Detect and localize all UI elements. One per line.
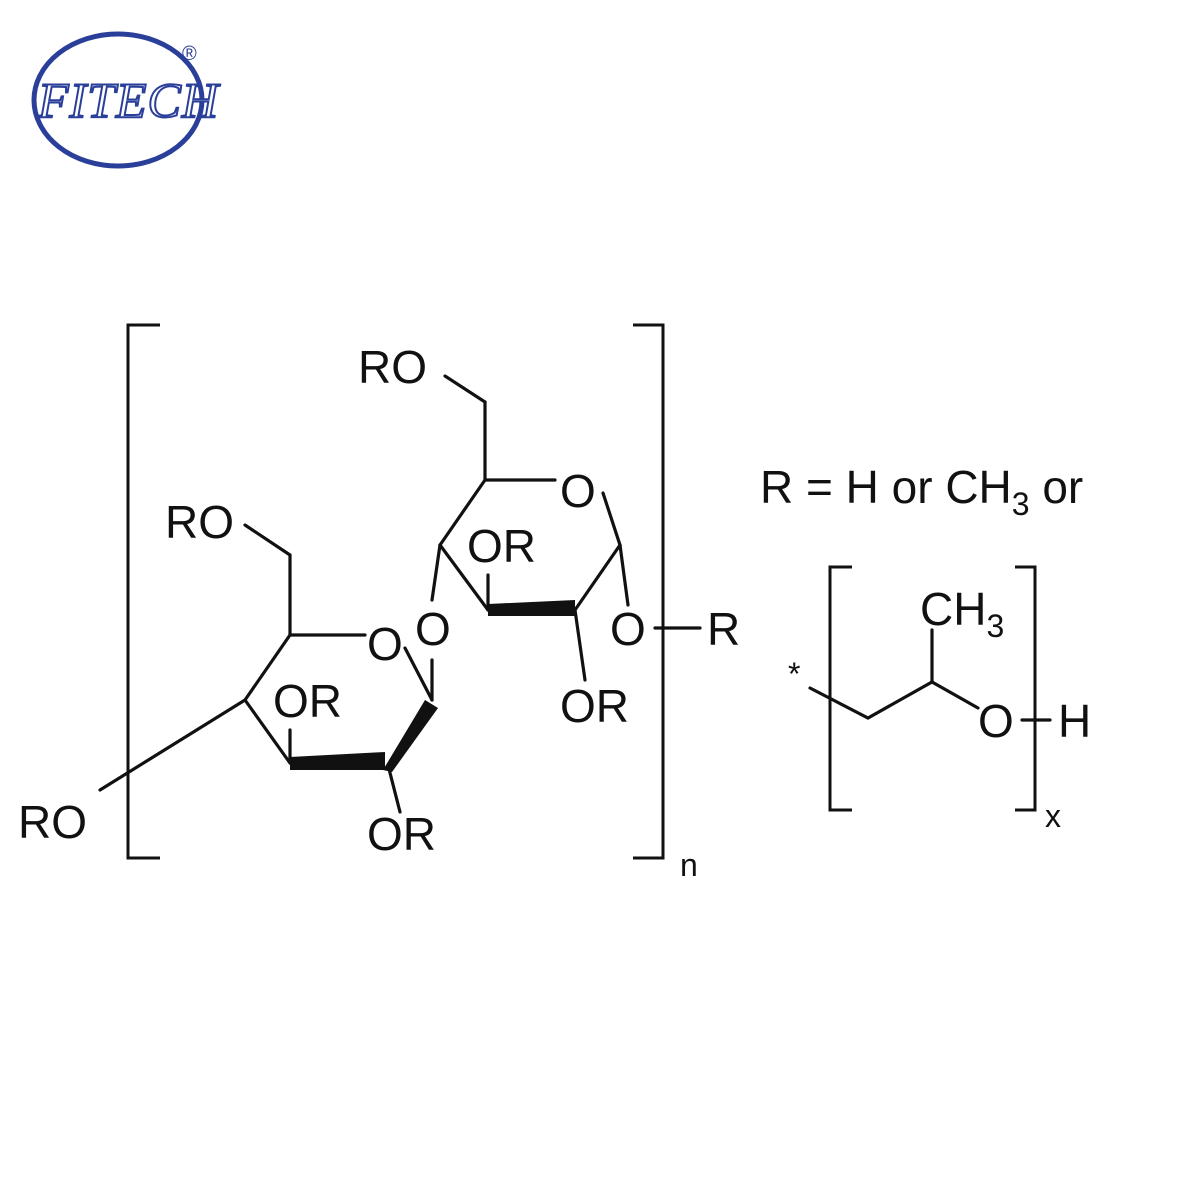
bond bbox=[618, 543, 630, 607]
or-lower-ring-label: OR bbox=[273, 675, 342, 727]
star-label: * bbox=[788, 656, 800, 692]
bond bbox=[403, 646, 434, 702]
fitech-logo: FITECH ® bbox=[31, 31, 221, 169]
o-glycoside-label: O bbox=[610, 603, 646, 655]
r-definition-subscript: 3 bbox=[1012, 486, 1030, 522]
bond bbox=[573, 608, 587, 682]
ch3-label: CH3 bbox=[920, 583, 1004, 644]
lower-ring bbox=[98, 523, 438, 814]
ch3-text: CH bbox=[920, 583, 986, 635]
wedge-bond bbox=[290, 752, 385, 770]
o-bridge-label: O bbox=[415, 603, 451, 655]
bond bbox=[243, 523, 292, 557]
h-side-label: H bbox=[1058, 695, 1091, 747]
bond bbox=[438, 543, 490, 612]
registered-mark: ® bbox=[182, 43, 197, 65]
or-upper-ring-label: OR bbox=[467, 520, 536, 572]
left-bracket bbox=[126, 323, 160, 860]
side-chain: * CH3 O H x bbox=[788, 565, 1091, 834]
bond bbox=[98, 698, 247, 792]
ro-upper-left-label: RO bbox=[165, 496, 234, 548]
o-ring-upper-label: O bbox=[560, 465, 596, 517]
logo-ring bbox=[31, 31, 205, 169]
bond bbox=[601, 491, 622, 547]
side-chain-bonds bbox=[808, 680, 980, 720]
bond bbox=[573, 543, 622, 612]
o-ring-lower-label: O bbox=[367, 618, 403, 670]
o-side-label: O bbox=[978, 695, 1014, 747]
bond bbox=[430, 543, 442, 602]
repeat-n-label: n bbox=[680, 847, 698, 883]
wedge-bond bbox=[383, 700, 438, 772]
wedge-bond bbox=[488, 600, 575, 616]
ro-far-left-label: RO bbox=[18, 796, 87, 848]
r-glycoside-label: R bbox=[707, 603, 740, 655]
bond bbox=[443, 374, 487, 404]
side-left-bracket bbox=[828, 565, 852, 812]
side-right-bracket bbox=[1015, 565, 1037, 812]
r-definition-prefix: R = H or CH bbox=[760, 461, 1012, 513]
logo-brand-text: FITECH bbox=[37, 72, 221, 128]
svg-text:R = H or CH3 or: R = H or CH3 or bbox=[760, 461, 1083, 522]
repeat-x-label: x bbox=[1045, 798, 1061, 834]
bond bbox=[243, 698, 292, 765]
or-lower-ring-bottom-label: OR bbox=[367, 808, 436, 860]
right-bracket bbox=[633, 323, 665, 860]
ch3-subscript: 3 bbox=[986, 608, 1004, 644]
r-definition-suffix: or bbox=[1030, 461, 1084, 513]
upper-ring bbox=[430, 374, 702, 682]
ro-top-label: RO bbox=[358, 341, 427, 393]
or-upper-ring-bottom-label: OR bbox=[560, 680, 629, 732]
r-definition: R = H or CH3 or bbox=[760, 461, 1083, 522]
bond bbox=[438, 478, 487, 547]
bond bbox=[386, 763, 402, 814]
bond bbox=[243, 633, 292, 702]
